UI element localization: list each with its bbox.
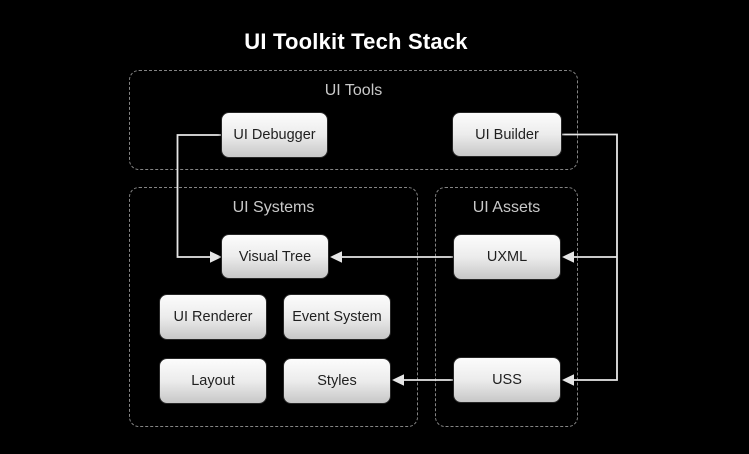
node-visual-tree-label: Visual Tree (238, 248, 312, 265)
group-ui-tools-label: UI Tools (324, 82, 383, 99)
node-layout-label: Layout (191, 373, 235, 389)
edge-uxml-to-visual-tree (330, 251, 453, 263)
arrowhead-icon (330, 251, 342, 263)
node-uss-label: USS (492, 372, 522, 388)
group-ui-systems: UI Systems (129, 187, 418, 427)
group-ui-assets: UI Assets (435, 187, 578, 427)
node-ui-renderer: UI Renderer (159, 294, 267, 340)
node-uss: USS (453, 357, 561, 403)
node-uxml: UXML (453, 234, 561, 280)
edge-uss-to-styles (392, 374, 453, 386)
node-styles: Styles (283, 358, 391, 404)
arrowhead-icon (562, 251, 574, 263)
edge-ui-builder-to-uxml (562, 251, 617, 263)
node-uxml-label: UXML (486, 249, 528, 265)
node-ui-debugger: UI Debugger (221, 112, 328, 158)
node-ui-debugger-label: UI Debugger (233, 127, 316, 143)
node-ui-builder: UI Builder (452, 112, 562, 157)
node-styles-label: Styles (317, 373, 357, 389)
node-ui-renderer-label: UI Renderer (173, 309, 253, 325)
arrowhead-icon (562, 374, 574, 386)
node-ui-builder-label: UI Builder (475, 126, 539, 143)
edge-ui-debugger-to-visual-tree (176, 134, 222, 263)
diagram-title: UI Toolkit Tech Stack (244, 29, 468, 54)
node-layout: Layout (159, 358, 267, 404)
node-event-system: Event System (283, 294, 391, 340)
node-event-system-label: Event System (292, 309, 382, 325)
arrowhead-icon (392, 374, 404, 386)
arrowhead-icon (210, 251, 222, 263)
group-ui-assets-label: UI Assets (472, 199, 541, 216)
group-ui-tools: UI Tools (129, 70, 578, 170)
node-visual-tree: Visual Tree (221, 234, 329, 279)
group-ui-systems-label: UI Systems (232, 199, 315, 216)
